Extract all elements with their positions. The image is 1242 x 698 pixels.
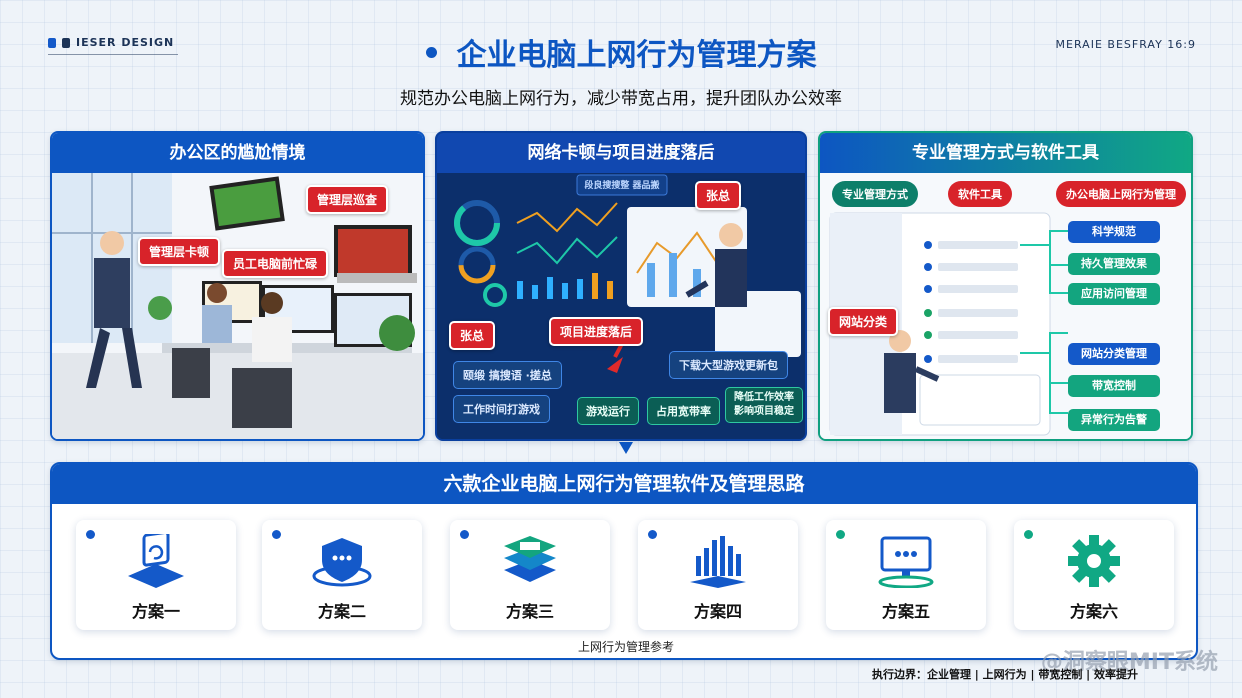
card-dot-icon xyxy=(460,530,469,539)
layered-box-icon xyxy=(504,536,556,582)
brand-logo: IESER DESIGN xyxy=(48,36,174,49)
solutions-caption: 上网行为管理参考 xyxy=(577,640,674,654)
tag-website-category: 网站分类 xyxy=(828,307,899,336)
card-dot-icon xyxy=(86,530,95,539)
card-dot-icon xyxy=(272,530,281,539)
brand-underline xyxy=(48,54,178,55)
card-dot-icon xyxy=(648,530,657,539)
solution-card-1[interactable]: 方案一 xyxy=(76,520,236,630)
panel-management-title: 专业管理方式与软件工具 xyxy=(820,133,1191,173)
shield-chat-icon xyxy=(312,538,372,587)
monitor-icon xyxy=(878,536,934,588)
management-scene-icon xyxy=(820,173,1191,439)
card-label: 方案一 xyxy=(131,602,180,621)
solution-card-3[interactable]: 方案三 xyxy=(450,520,610,630)
tag-manager-lag: 管理层卡顿 xyxy=(138,237,221,266)
refresh-cube-icon xyxy=(128,534,184,588)
format-label: MERAIE BESFRAY 16:9 xyxy=(1055,38,1196,51)
card-label: 方案五 xyxy=(881,602,930,621)
panel-network-title: 网络卡顿与项目进度落后 xyxy=(437,133,805,173)
solution-card-4[interactable]: 方案四 xyxy=(638,520,798,630)
box-bandwidth: 带宽控制 xyxy=(1068,375,1160,397)
management-illustration: 专业管理方式 软件工具 办公电脑上网行为管理 网站分类 科学规范 持久管理效果 … xyxy=(820,173,1191,439)
solution-card-6[interactable]: 方案六 xyxy=(1014,520,1174,630)
tag-efficiency-drop: 降低工作效率 影响项目稳定 xyxy=(725,387,803,423)
pill-behavior-management: 办公电脑上网行为管理 xyxy=(1056,181,1186,207)
logo-square-icon xyxy=(48,37,56,48)
tag-gaming-worktime: 工作时间打游戏 xyxy=(453,395,550,423)
tag-game-running: 游戏运行 xyxy=(577,397,639,425)
box-site-category: 网站分类管理 xyxy=(1068,343,1160,365)
solution-card-2[interactable]: 方案二 xyxy=(262,520,422,630)
office-illustration: 管理层巡查 管理层卡顿 员工电脑前忙碌 xyxy=(52,173,423,439)
logo-square-icon xyxy=(62,37,70,48)
footer-scope: 执行边界：企业管理 | 上网行为 | 带宽控制 | 效率提升 xyxy=(871,668,1138,681)
tag-boss-left: 张总 xyxy=(449,321,496,350)
tag-boss-status: 颐缎 搞搜语 ·搓总 xyxy=(453,361,562,389)
card-label: 方案二 xyxy=(317,602,366,621)
box-anomaly-alert: 异常行为告警 xyxy=(1068,409,1160,431)
panel-office: 办公区的尴尬情境 xyxy=(50,131,425,441)
office-scene-icon xyxy=(52,173,423,439)
tag-download-update: 下载大型游戏更新包 xyxy=(669,351,788,379)
panel-management: 专业管理方式与软件工具 专业管理方式 软件工具 办公电脑上网行为管理 网站分类 … xyxy=(818,131,1193,441)
dashboard-title: 段良搜搜整 器品搬 xyxy=(584,181,660,191)
tag-manager-patrol: 管理层巡查 xyxy=(306,185,389,214)
page-subtitle: 规范办公电脑上网行为，减少带宽占用，提升团队办公效率 xyxy=(400,89,842,109)
gear-icon xyxy=(1068,535,1120,587)
solution-card-5[interactable]: 方案五 xyxy=(826,520,986,630)
tag-boss-top: 张总 xyxy=(695,181,742,210)
card-dot-icon xyxy=(836,530,845,539)
box-lasting-effect: 持久管理效果 xyxy=(1068,253,1160,275)
down-arrow-icon xyxy=(619,442,633,454)
solutions-section: 六款企业电脑上网行为管理软件及管理思路 方案一 方案二 方案三 xyxy=(50,462,1198,660)
bar-chart-icon xyxy=(690,536,746,588)
pill-management-method: 专业管理方式 xyxy=(832,181,918,207)
tag-bandwidth-usage: 占用宽带率 xyxy=(647,397,720,425)
tag-employee-busy: 员工电脑前忙碌 xyxy=(222,249,329,278)
box-scientific-standard: 科学规范 xyxy=(1068,221,1160,243)
solutions-title: 六款企业电脑上网行为管理软件及管理思路 xyxy=(52,464,1196,504)
pill-software-tool: 软件工具 xyxy=(948,181,1012,207)
brand-text: IESER DESIGN xyxy=(76,36,175,49)
watermark: @洞察眼MIT系统 xyxy=(1040,650,1218,675)
tag-project-delay: 项目进度落后 xyxy=(549,317,644,346)
panel-network: 网络卡顿与项目进度落后 段良搜搜整 器品搬 张总 张总 xyxy=(435,131,807,441)
panel-office-title: 办公区的尴尬情境 xyxy=(52,133,423,173)
card-label: 方案六 xyxy=(1069,602,1118,621)
card-label: 方案三 xyxy=(505,602,554,621)
title-dot-icon xyxy=(425,47,437,58)
page-title: 企业电脑上网行为管理方案 xyxy=(0,30,1242,74)
box-app-access: 应用访问管理 xyxy=(1068,283,1160,305)
card-dot-icon xyxy=(1024,530,1033,539)
card-label: 方案四 xyxy=(693,602,742,621)
network-illustration: 段良搜搜整 器品搬 张总 张总 项目进度落后 颐缎 搞搜语 ·搓总 下载大型游戏… xyxy=(437,173,805,439)
